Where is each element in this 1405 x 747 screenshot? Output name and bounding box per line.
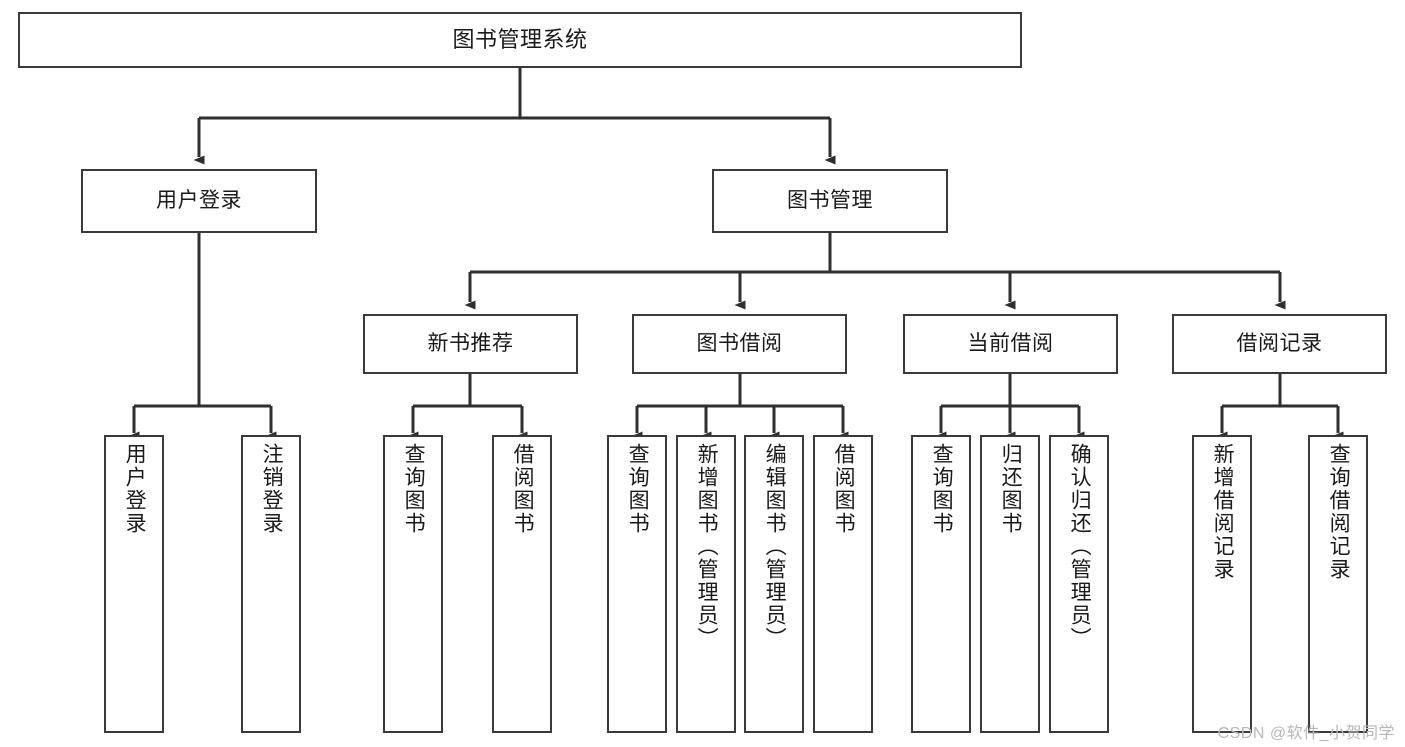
node-label: 查询图书 [930,443,954,535]
node-label: 查询图书 [402,443,426,535]
leaf-add-borrow-record[interactable]: 新增借阅记录 [1192,435,1252,733]
node-label: 用户登录 [156,189,242,213]
node-label: 当前借阅 [967,332,1054,356]
node-label: 借阅图书 [832,443,856,535]
node-label: 图书借阅 [696,332,783,356]
leaf-query-book-current[interactable]: 查询图书 [911,435,971,733]
leaf-return-book[interactable]: 归还图书 [980,435,1040,733]
node-book-borrow[interactable]: 图书借阅 [632,314,847,374]
leaf-confirm-return-admin[interactable]: 确认归还（管理员） [1049,435,1109,733]
leaf-edit-book-admin[interactable]: 编辑图书（管理员） [744,435,804,733]
node-user-login[interactable]: 用户登录 [81,169,317,233]
leaf-borrow-book[interactable]: 借阅图书 [813,435,873,733]
leaf-query-borrow-record[interactable]: 查询借阅记录 [1308,435,1368,733]
leaf-borrow-book-recommend[interactable]: 借阅图书 [492,435,552,733]
node-current-borrow[interactable]: 当前借阅 [903,314,1118,374]
node-borrow-record[interactable]: 借阅记录 [1172,314,1387,374]
node-label: 用户登录 [123,443,147,535]
node-label: 查询图书 [626,443,650,535]
leaf-add-book-admin[interactable]: 新增图书（管理员） [676,435,736,733]
node-label: 借阅图书 [511,443,535,535]
node-label: 图书管理系统 [452,26,588,52]
node-book-management[interactable]: 图书管理 [712,169,948,233]
leaf-user-login[interactable]: 用户登录 [104,435,164,733]
leaf-query-book-recommend[interactable]: 查询图书 [383,435,443,733]
node-label: 借阅记录 [1236,332,1323,356]
node-label: 图书管理 [787,189,873,213]
node-label: 新增借阅记录 [1211,443,1235,581]
node-new-book-recommend[interactable]: 新书推荐 [363,314,578,374]
node-label: 确认归还（管理员） [1068,443,1092,650]
node-label: 注销登录 [260,443,284,535]
csdn-watermark: CSDN @软件_小贺同学 [1217,725,1395,742]
leaf-query-book-borrow[interactable]: 查询图书 [607,435,667,733]
node-label: 查询借阅记录 [1327,443,1351,581]
node-label: 新增图书（管理员） [695,443,719,650]
node-label: 编辑图书（管理员） [763,443,787,650]
node-label: 归还图书 [999,443,1023,535]
node-root-system[interactable]: 图书管理系统 [18,12,1022,68]
leaf-user-logout[interactable]: 注销登录 [241,435,301,733]
node-label: 新书推荐 [427,332,514,356]
